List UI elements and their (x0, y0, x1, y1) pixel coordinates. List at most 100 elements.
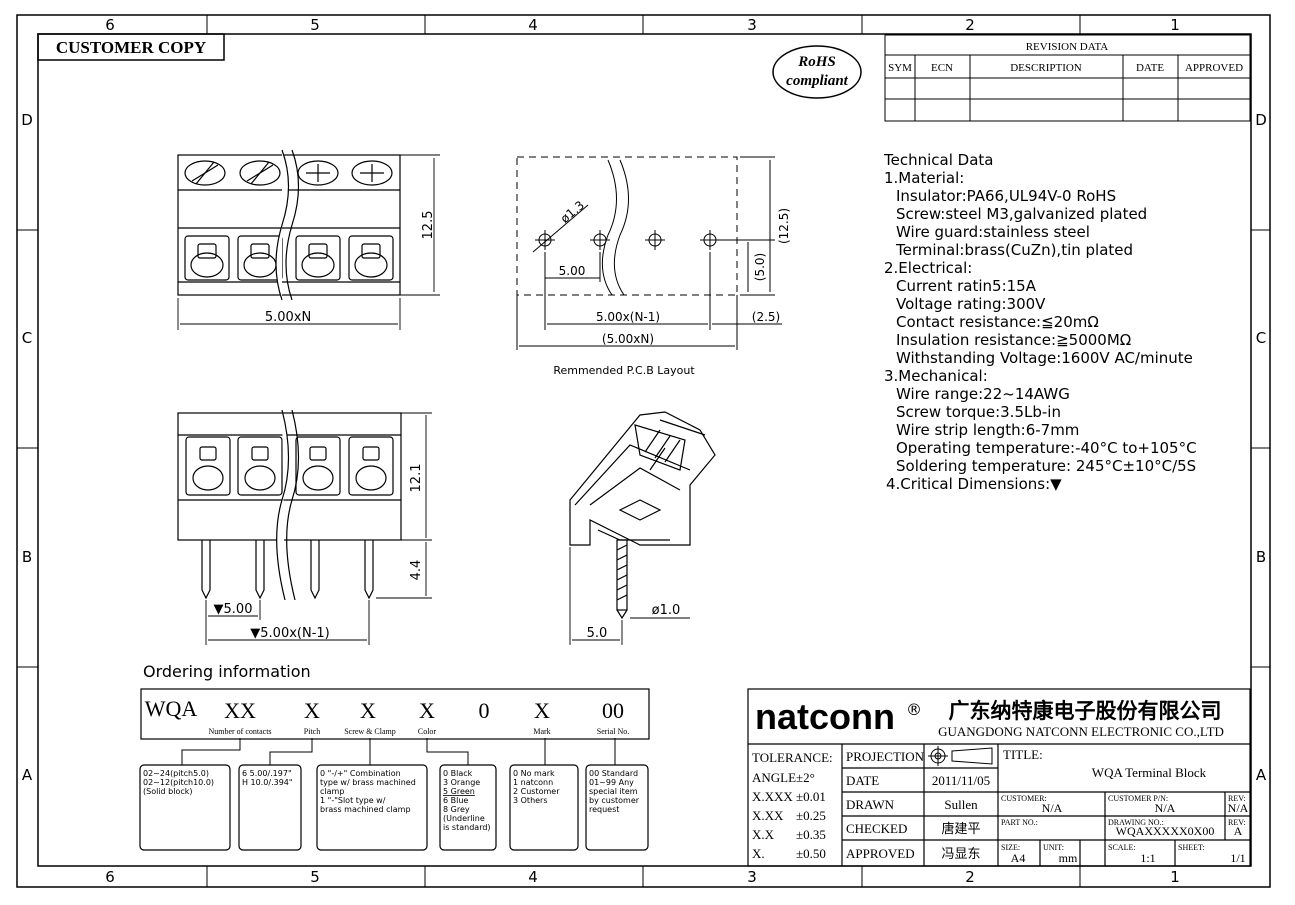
revision-title: REVISION DATA (1026, 41, 1109, 53)
dim-top-height: 12.5 (421, 211, 436, 240)
tech-line: Terminal:brass(CuZn),tin plated (895, 241, 1133, 259)
col-label: 2 (965, 16, 975, 34)
col-label: 3 (747, 16, 757, 34)
checked-value: 唐建平 (941, 821, 980, 836)
registered-mark: ® (906, 700, 922, 719)
revision-header: ECN (931, 62, 953, 74)
order-option: 0 No mark (513, 769, 555, 778)
rohs-badge (772, 45, 862, 99)
order-option: H 10.0/.394" (242, 778, 293, 787)
unit-label: UNIT: (1043, 843, 1064, 852)
tolerance-label: TOLERANCE: (752, 750, 833, 765)
order-option: 6 Blue (443, 796, 468, 805)
order-option: (Solid block) (143, 787, 193, 796)
tech-line: Operating temperature:-40°C to+105°C (896, 439, 1197, 457)
drawing-label: DRAWING NO.: (1108, 818, 1164, 827)
drawing-value: WQAXXXXX0X00 (1116, 824, 1215, 838)
order-option: 5 Green (443, 787, 475, 796)
tolerance-key: ANGLE (752, 770, 796, 785)
order-option: 6 5.00/.197" (242, 769, 292, 778)
order-option: 1 "-"Slot type w/ (320, 796, 386, 805)
technical-data: Technical Data 1.Material: Insulator:PA6… (883, 151, 1197, 493)
dim-pcb-v-small: (5.0) (753, 253, 767, 281)
tech-line: 2.Electrical: (884, 259, 972, 277)
order-code: X (304, 698, 320, 723)
tech-line: Withstanding Voltage:1600V AC/minute (896, 349, 1193, 367)
scale-value: 1:1 (1140, 851, 1155, 865)
rev-label: REV: (1228, 818, 1246, 827)
dim-pcb-edge: (2.5) (752, 310, 780, 324)
tech-line: Contact resistance:≦20mΩ (896, 313, 1099, 331)
dim-top-width: 5.00xN (265, 310, 311, 325)
ordering-option-boxes (139, 764, 649, 851)
customer-value: N/A (1042, 801, 1063, 815)
revision-header: DESCRIPTION (1010, 62, 1082, 74)
projection-symbol (928, 746, 993, 766)
dim-front-span: ▼5.00x(N-1) (250, 626, 329, 641)
col-label: 3 (747, 868, 757, 886)
tech-line: 3.Mechanical: (884, 367, 988, 385)
rohs-line1: RoHS (797, 54, 836, 70)
order-sublabel: Pitch (304, 727, 320, 736)
row-label: A (1256, 766, 1267, 784)
side-view-drawing (569, 411, 716, 620)
customer-pn-label: CUSTOMER P/N: (1108, 794, 1168, 803)
rohs-line2: compliant (786, 73, 849, 89)
tolerance-key: X.XXX (752, 789, 793, 804)
date-value: 2011/11/05 (932, 773, 990, 788)
tolerance-key: X.X (752, 827, 775, 842)
tech-line: Wire range:22~14AWG (896, 385, 1070, 403)
date-label: DATE (846, 773, 879, 788)
tech-line: 4.Critical Dimensions:▼ (886, 475, 1062, 493)
order-sublabel: Mark (533, 727, 550, 736)
rev-label: REV: (1228, 794, 1246, 803)
col-label: 1 (1170, 868, 1180, 886)
order-option: 0 "-/+" Combination (320, 769, 401, 778)
order-code: X (360, 698, 376, 723)
order-sublabel: Number of contacts (208, 727, 271, 736)
row-label: B (22, 548, 32, 566)
row-label: C (1256, 329, 1266, 347)
natconn-logo: natconn (755, 696, 895, 737)
order-option: (Underline (443, 814, 485, 823)
rev-value: N/A (1228, 801, 1249, 815)
ordering-code-box (140, 688, 650, 740)
col-label: 6 (105, 16, 115, 34)
dim-front-pitch: ▼5.00 (214, 602, 253, 617)
dim-side-offset: 5.0 (587, 626, 608, 641)
order-code: XX (224, 698, 256, 723)
tech-line: Soldering temperature: 245°C±10°C/5S (896, 457, 1196, 475)
tech-line: Screw:steel M3,galvanized plated (896, 205, 1147, 223)
tech-line: Wire guard:stainless steel (896, 223, 1090, 241)
col-label: 1 (1170, 16, 1180, 34)
column-labels-bottom: 6 5 4 3 2 1 (105, 868, 1180, 886)
tolerance-val: ±0.25 (796, 808, 826, 823)
order-option: brass machined clamp (320, 805, 411, 814)
unit-value: mm (1059, 851, 1078, 865)
tech-line: Insulation resistance:≧5000MΩ (896, 331, 1131, 349)
drawn-label: DRAWN (846, 797, 895, 812)
customer-copy-label: CUSTOMER COPY (56, 38, 206, 57)
order-sublabel: Serial No. (597, 727, 629, 736)
col-label: 2 (965, 868, 975, 886)
projection-label: PROJECTION (846, 749, 925, 764)
checked-label: CHECKED (846, 821, 907, 836)
col-label: 5 (310, 868, 320, 886)
customer-pn-value: N/A (1155, 801, 1176, 815)
order-option: 8 Grey (443, 805, 470, 814)
tech-line: Current ratin5:15A (896, 277, 1037, 295)
tech-line: 1.Material: (884, 169, 964, 187)
order-option: special item (589, 787, 638, 796)
tolerance-val: ±0.50 (796, 846, 826, 861)
title-block (747, 688, 1251, 867)
part-label: PART NO.: (1001, 818, 1038, 827)
ordering-connectors (181, 738, 616, 765)
order-option: is standard) (443, 823, 491, 832)
revision-table (884, 34, 1251, 122)
approved-value: 冯显东 (941, 846, 980, 861)
col-label: 4 (528, 868, 538, 886)
front-view-drawing (177, 412, 402, 600)
tolerance-val: ±0.01 (796, 789, 826, 804)
dim-pcb-hole: ø1.3 (558, 198, 587, 226)
